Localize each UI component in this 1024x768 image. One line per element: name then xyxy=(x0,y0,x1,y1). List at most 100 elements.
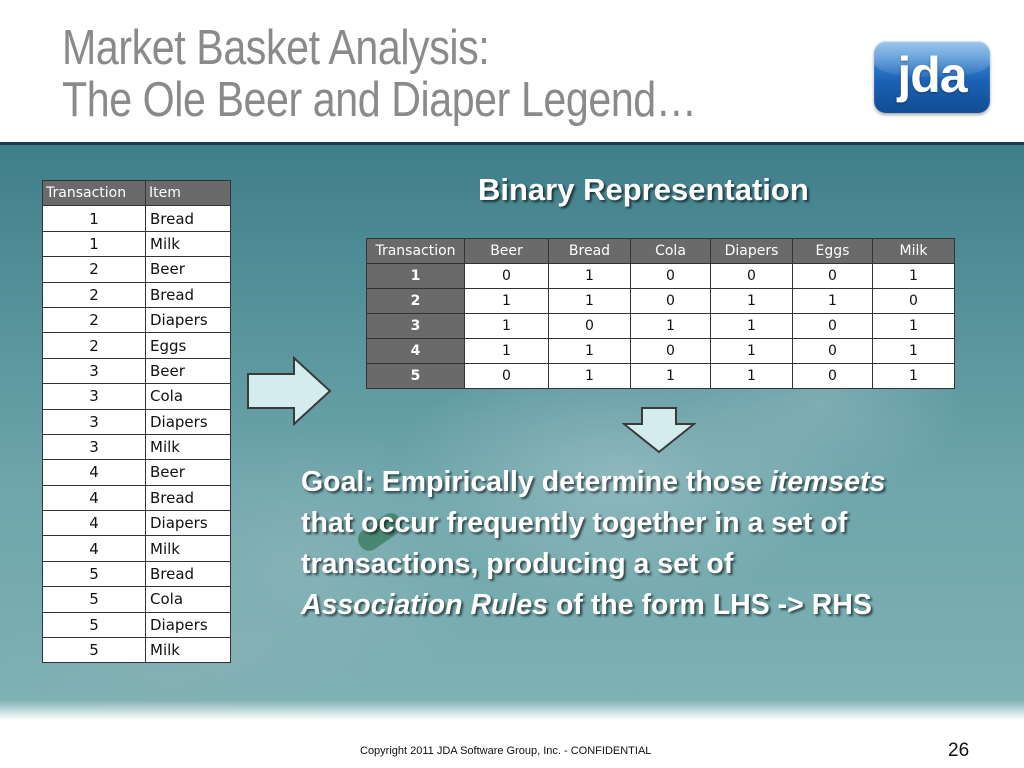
binary-value-cell: 1 xyxy=(872,313,955,339)
transaction-id-cell: 2 xyxy=(366,288,465,314)
transaction-cell: 5 xyxy=(42,586,146,613)
item-cell: Diapers xyxy=(145,306,231,334)
binary-value-cell: 1 xyxy=(710,338,793,364)
arrow-right-icon xyxy=(247,356,332,426)
goal-statement: Goal: Empirically determine those itemse… xyxy=(301,462,1021,626)
transaction-cell: 3 xyxy=(42,357,146,385)
binary-value-cell: 1 xyxy=(792,288,873,314)
title-divider xyxy=(0,142,1024,145)
goal-line: that occur frequently together in a set … xyxy=(301,507,848,539)
binary-value-cell: 0 xyxy=(548,313,631,339)
goal-line: transactions, producing a set of xyxy=(301,548,734,580)
title-line-1: Market Basket Analysis: xyxy=(62,21,490,75)
binary-value-cell: 0 xyxy=(792,263,873,289)
transaction-cell: 4 xyxy=(42,510,146,537)
arrow-down-icon xyxy=(622,407,696,454)
transaction-cell: 2 xyxy=(42,281,146,308)
binary-value-cell: 1 xyxy=(548,263,631,289)
transaction-cell: 3 xyxy=(42,433,146,461)
transaction-cell: 2 xyxy=(42,332,146,359)
binary-value-cell: 0 xyxy=(630,288,711,314)
item-cell: Bread xyxy=(145,484,231,512)
transaction-cell: 1 xyxy=(42,205,146,232)
binary-value-cell: 0 xyxy=(630,338,711,364)
item-cell: Cola xyxy=(145,586,231,613)
goal-text: of the form LHS -> RHS xyxy=(548,589,872,621)
goal-line: Goal: Empirically determine those itemse… xyxy=(301,462,1021,503)
item-cell: Bread xyxy=(145,560,231,588)
column-header: Cola xyxy=(630,238,711,264)
binary-value-cell: 1 xyxy=(464,288,549,314)
binary-value-cell: 1 xyxy=(464,338,549,364)
binary-value-cell: 1 xyxy=(548,288,631,314)
transaction-cell: 3 xyxy=(42,408,146,435)
binary-value-cell: 1 xyxy=(710,363,793,389)
transaction-cell: 2 xyxy=(42,256,146,283)
item-cell: Milk xyxy=(145,230,231,258)
page-number: 26 xyxy=(948,740,970,761)
column-header: Bread xyxy=(548,238,631,264)
binary-value-cell: 0 xyxy=(872,288,955,314)
transaction-cell: 3 xyxy=(42,383,146,410)
title-line-2: The Ole Beer and Diaper Legend… xyxy=(62,73,697,127)
binary-value-cell: 1 xyxy=(548,363,631,389)
transaction-cell: 1 xyxy=(42,230,146,258)
binary-value-cell: 0 xyxy=(464,263,549,289)
transaction-cell: 2 xyxy=(42,306,146,334)
binary-representation-title: Binary Representation xyxy=(478,172,809,207)
binary-value-cell: 0 xyxy=(792,363,873,389)
slide-title: Market Basket Analysis: The Ole Beer and… xyxy=(62,22,697,126)
logo-text: jda xyxy=(897,47,967,103)
item-cell: Milk xyxy=(145,637,231,664)
item-cell: Eggs xyxy=(145,332,231,359)
column-header: Transaction xyxy=(366,238,465,264)
transaction-id-cell: 4 xyxy=(366,338,465,364)
transaction-cell: 4 xyxy=(42,459,146,486)
binary-value-cell: 0 xyxy=(792,313,873,339)
binary-value-cell: 0 xyxy=(630,263,711,289)
column-header: Milk xyxy=(872,238,955,264)
binary-value-cell: 1 xyxy=(464,313,549,339)
table-header-row: Transaction Item xyxy=(42,179,231,207)
column-header: Transaction xyxy=(42,179,146,207)
goal-emphasis: Association Rules xyxy=(301,589,549,621)
item-cell: Beer xyxy=(145,459,231,486)
jda-logo: jda xyxy=(874,41,990,113)
transaction-id-cell: 1 xyxy=(366,263,465,289)
binary-value-cell: 1 xyxy=(872,363,955,389)
binary-value-cell: 1 xyxy=(710,288,793,314)
item-cell: Beer xyxy=(145,357,231,385)
item-cell: Bread xyxy=(145,281,231,308)
column-header: Beer xyxy=(464,238,549,264)
transaction-cell: 5 xyxy=(42,637,146,664)
transaction-cell: 4 xyxy=(42,535,146,562)
item-cell: Beer xyxy=(145,256,231,283)
column-header: Diapers xyxy=(710,238,793,264)
